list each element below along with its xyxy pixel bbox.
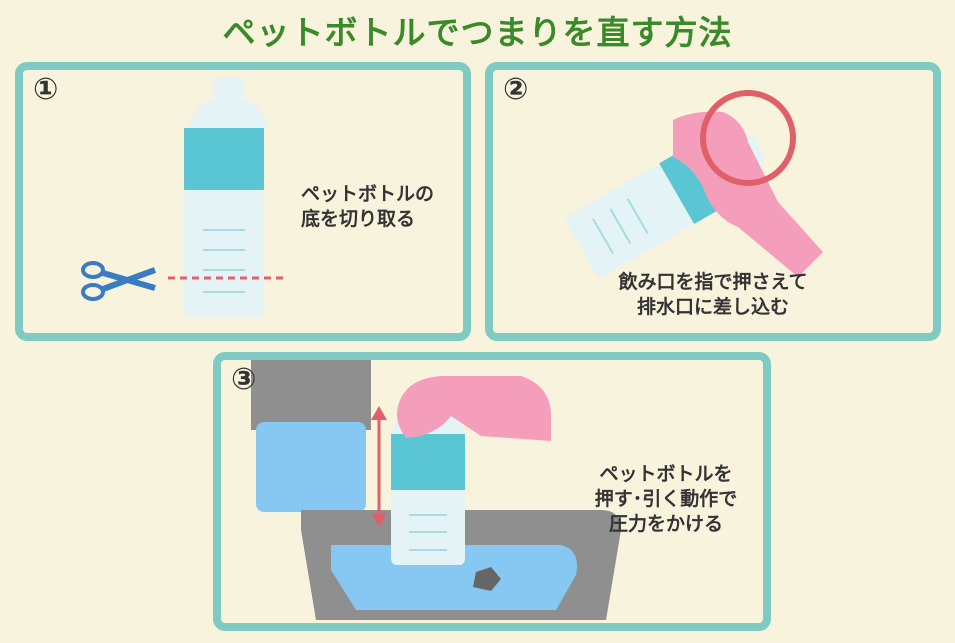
caption-line: ペットボトルの xyxy=(301,183,435,205)
scissors-icon xyxy=(81,261,157,301)
hand-icon xyxy=(397,376,551,441)
step-caption: ペットボトルを 押す･引く動作で 圧力をかける xyxy=(581,462,751,537)
step-1-panel: ① ペットボトルの 底を切り取る xyxy=(15,62,471,341)
step-caption: ペットボトルの 底を切り取る xyxy=(301,182,434,232)
highlight-circle xyxy=(700,90,796,186)
up-down-arrow-icon xyxy=(371,406,387,527)
step-number: ① xyxy=(33,72,59,107)
step-number: ③ xyxy=(231,362,257,397)
step-2-panel: ② 飲み口を指で押さえて 排水口に差し込む xyxy=(485,62,941,341)
page-title: ペットボトルでつまりを直す方法 xyxy=(222,13,733,52)
bottle-insert-illustration xyxy=(566,90,823,277)
caption-line: 圧力をかける xyxy=(608,513,723,535)
bottle-icon xyxy=(184,78,268,318)
bottle-cut-illustration xyxy=(81,78,285,318)
hand-icon xyxy=(673,111,823,277)
step-3-panel: ③ ペットボトルを 押す･引く動作で 圧力をかける xyxy=(213,352,771,631)
caption-line: 飲み口を指で押さえて xyxy=(618,271,808,293)
toilet-plunge-illustration xyxy=(251,360,621,620)
caption-line: 底を切り取る xyxy=(301,208,416,230)
caption-line: 押す･引く動作で xyxy=(594,488,738,510)
caption-line: 排水口に差し込む xyxy=(636,296,789,318)
step-number: ② xyxy=(503,72,529,107)
caption-line: ペットボトルを xyxy=(599,463,733,485)
step-caption: 飲み口を指で押さえて 排水口に差し込む xyxy=(493,270,933,320)
